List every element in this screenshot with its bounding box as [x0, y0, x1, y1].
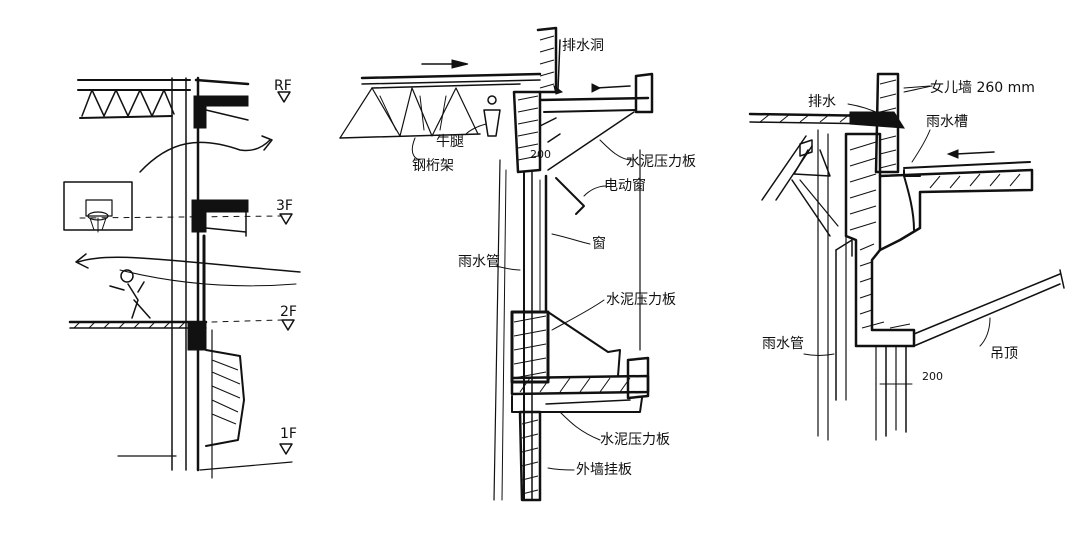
- sketch-section-overview: RF 3F 2F 1F: [63, 76, 301, 479]
- label-drainage: 排水: [808, 94, 836, 110]
- label-motorized-window: 电动窗: [604, 177, 646, 194]
- label-parapet: 女儿墙 260 mm: [930, 79, 1035, 96]
- label-rain-gutter: 雨水槽: [926, 114, 968, 130]
- label-cement-board-top: 水泥压力板: [626, 154, 696, 170]
- label-rain-pipe: 雨水管: [762, 336, 804, 352]
- airflow-arrow-upper: [139, 139, 271, 173]
- steel-truss: [339, 83, 521, 139]
- corbel: [483, 109, 501, 137]
- ceiling: [913, 273, 1061, 335]
- label-cement-board-low: 水泥压力板: [600, 432, 670, 448]
- label-1f: 1F: [280, 426, 297, 442]
- label-steel-truss: 钢桁架: [412, 158, 454, 174]
- floor-2f: [68, 320, 208, 351]
- roof-line: [360, 72, 542, 80]
- main-wall: [844, 132, 916, 348]
- label-exterior-panel: 外墙挂板: [576, 462, 632, 478]
- sketch-parapet-detail: 女儿墙 260 mm 排水 雨水槽 雨水管 吊顶 200: [748, 72, 1065, 441]
- parapet-wall: [874, 72, 900, 174]
- hanging-truss: [761, 135, 839, 237]
- label-2f: 2F: [280, 304, 297, 320]
- motorized-window: [555, 177, 585, 215]
- cantilever-slab: [538, 72, 654, 171]
- label-rf: RF: [274, 78, 292, 94]
- lower-slab: [510, 310, 650, 413]
- basketball-hoop: [63, 181, 133, 233]
- label-dim-200-mid: 200: [530, 148, 551, 161]
- label-drain-hole: 排水洞: [562, 38, 604, 54]
- label-3f: 3F: [276, 198, 293, 214]
- roof-edge-detail: [193, 95, 249, 129]
- exterior-panel: [518, 410, 542, 502]
- label-ceiling: 吊顶: [990, 346, 1018, 362]
- label-cement-board-mid: 水泥压力板: [606, 292, 676, 308]
- label-dim-200-right: 200: [922, 370, 943, 383]
- concrete-wall-upper: [512, 90, 542, 174]
- slab-3f: [191, 199, 249, 233]
- label-window: 窗: [592, 235, 606, 252]
- airflow-arrow-lower: [77, 256, 301, 273]
- sketch-wall-section: 排水洞 牛腿 200 钢桁架 水泥压力板 电动窗 窗 雨水管 水泥压力板 水泥压…: [339, 26, 696, 502]
- label-corbel: 牛腿: [436, 134, 464, 150]
- label-rain-pipe: 雨水管: [458, 254, 500, 270]
- person-figure: [109, 269, 151, 319]
- rain-gutter: [878, 161, 1034, 252]
- parapet-upper: [536, 26, 558, 94]
